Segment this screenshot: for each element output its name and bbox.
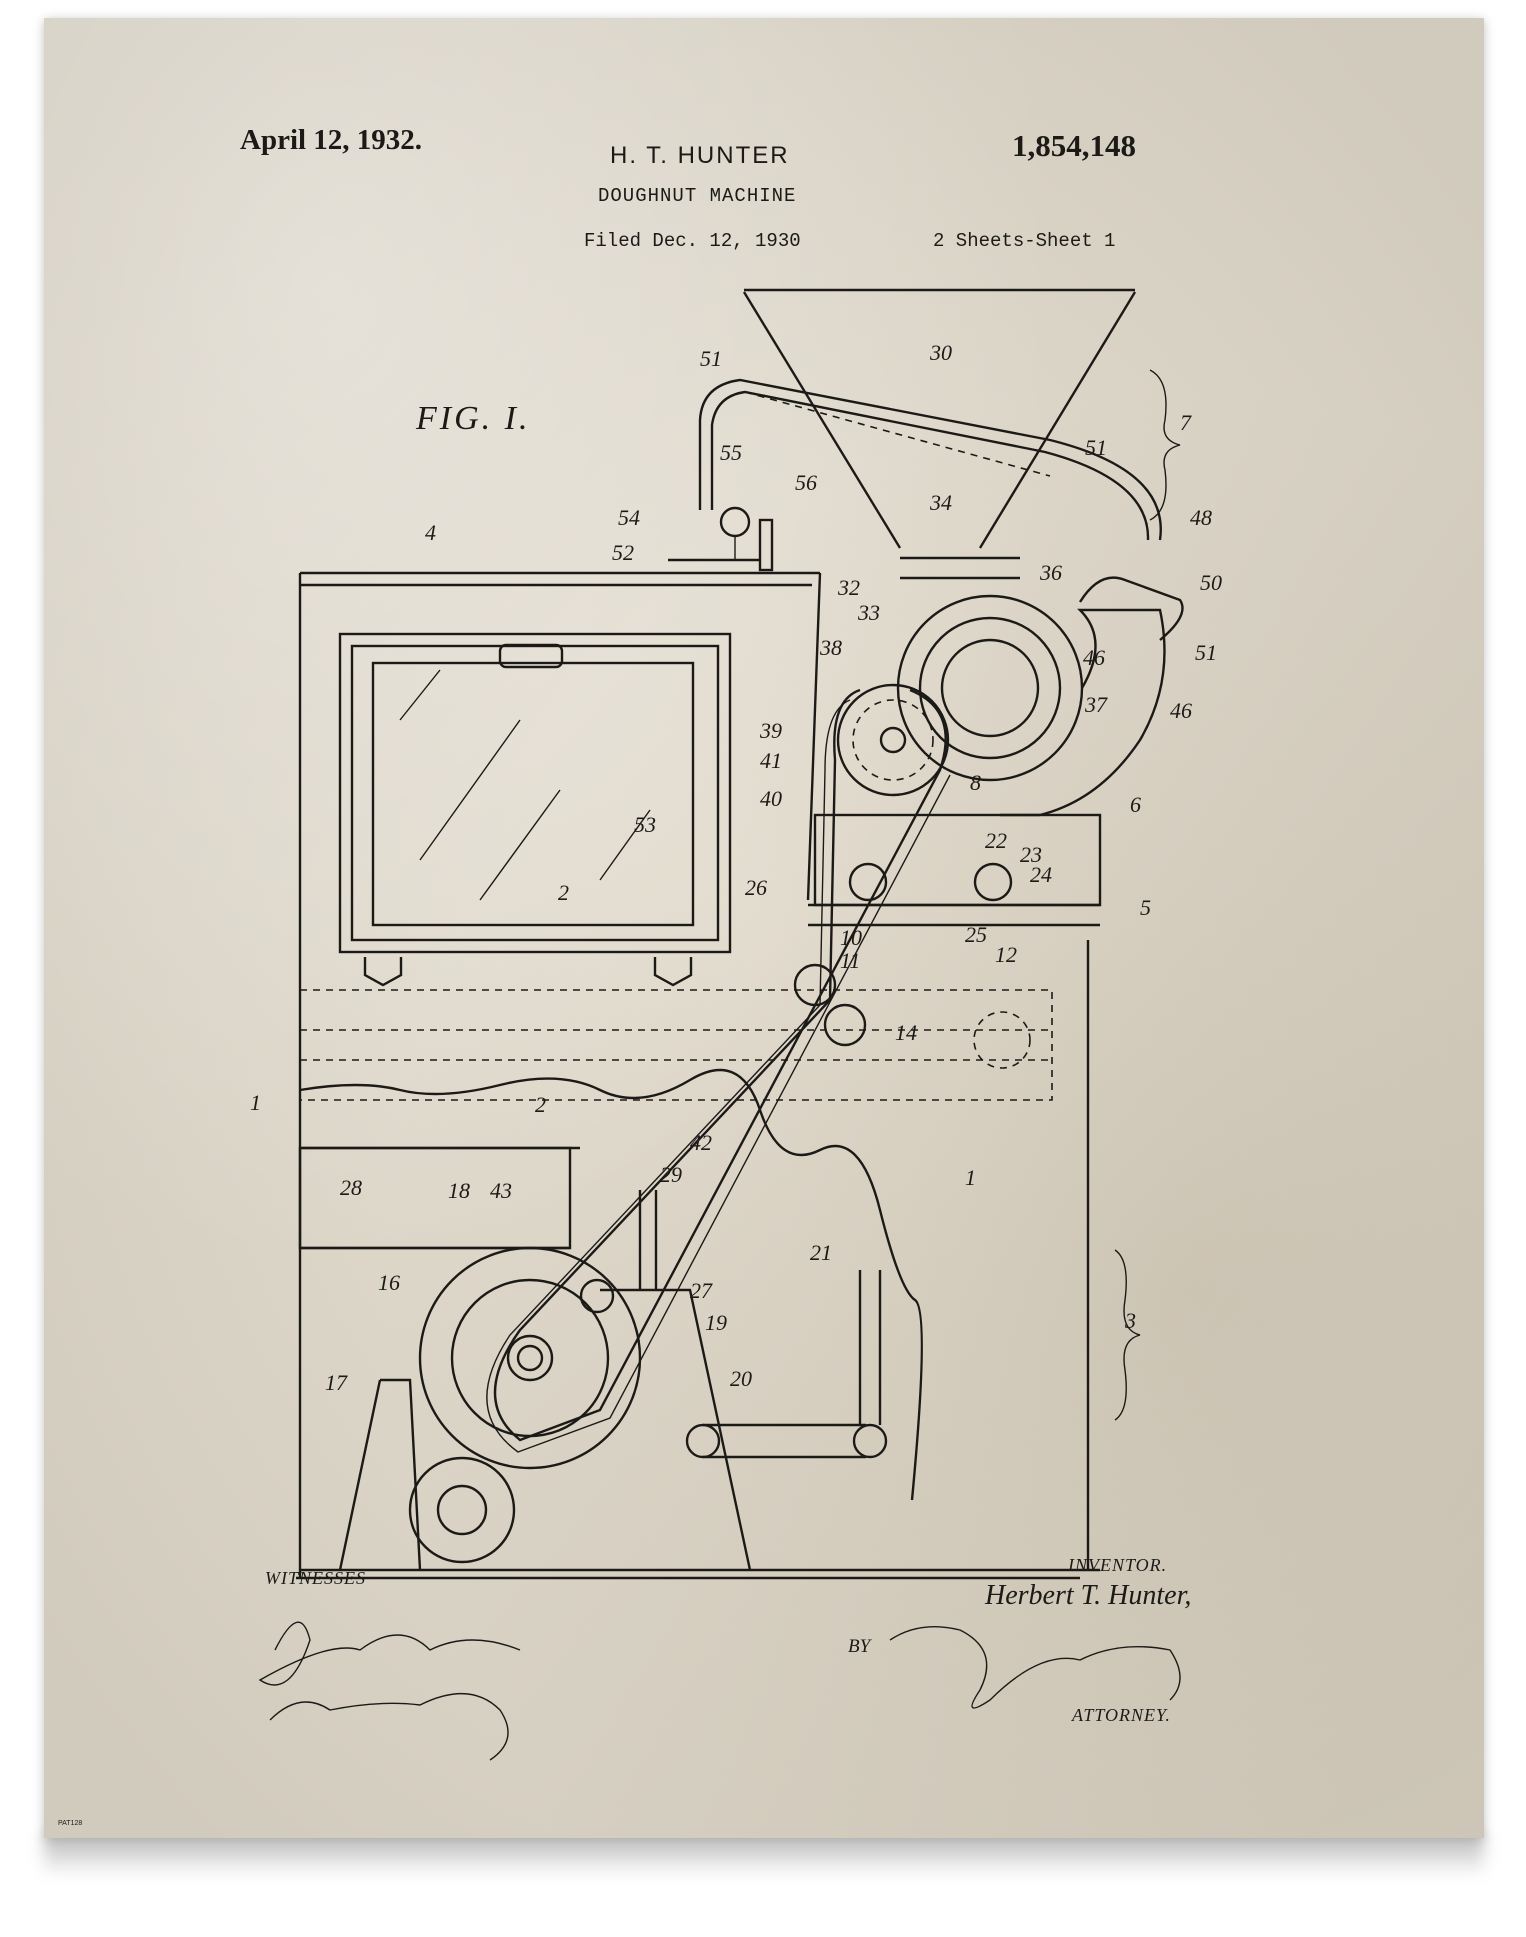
- svg-text:48: 48: [1190, 505, 1212, 530]
- svg-text:22: 22: [985, 828, 1007, 853]
- svg-text:19: 19: [705, 1310, 727, 1335]
- svg-text:46: 46: [1170, 698, 1192, 723]
- svg-text:30: 30: [929, 340, 952, 365]
- svg-text:51: 51: [1195, 640, 1217, 665]
- svg-text:39: 39: [759, 718, 782, 743]
- svg-text:25: 25: [965, 922, 987, 947]
- by-label: BY: [848, 1636, 871, 1657]
- svg-text:54: 54: [618, 505, 640, 530]
- drive-chain: [486, 688, 951, 1453]
- svg-text:33: 33: [857, 600, 880, 625]
- inventor-name: H. T. HUNTER: [610, 142, 790, 169]
- reference-numerals: 51 30 7 55 56 54 4 52 51 34 48 32 36 50 …: [250, 340, 1222, 1395]
- attorney-signature-strokes: [889, 1625, 1181, 1709]
- svg-text:42: 42: [690, 1130, 712, 1155]
- svg-text:36: 36: [1039, 560, 1062, 585]
- svg-text:40: 40: [760, 786, 782, 811]
- patent-poster-sheet: [44, 18, 1484, 1838]
- svg-text:2: 2: [558, 880, 569, 905]
- svg-text:21: 21: [810, 1240, 832, 1265]
- svg-text:8: 8: [970, 770, 981, 795]
- svg-text:16: 16: [378, 1270, 400, 1295]
- svg-text:55: 55: [720, 440, 742, 465]
- air-pipe: [698, 378, 1162, 541]
- svg-text:3: 3: [1124, 1308, 1136, 1333]
- figure-label: FIG. I.: [416, 400, 531, 437]
- svg-text:24: 24: [1030, 862, 1052, 887]
- svg-text:46: 46: [1083, 645, 1105, 670]
- motor-assembly: [298, 1146, 888, 1571]
- svg-text:51: 51: [1085, 435, 1107, 460]
- svg-text:7: 7: [1180, 410, 1192, 435]
- svg-text:12: 12: [995, 942, 1017, 967]
- pressure-gauge: [668, 506, 774, 572]
- svg-text:1: 1: [250, 1090, 261, 1115]
- poster-shadow: [44, 1836, 1484, 1876]
- svg-text:6: 6: [1130, 792, 1141, 817]
- svg-text:53: 53: [634, 812, 656, 837]
- brace-marks: [1114, 369, 1181, 1421]
- svg-text:32: 32: [837, 575, 860, 600]
- patent-title: DOUGHNUT MACHINE: [598, 185, 797, 207]
- svg-text:18: 18: [448, 1178, 470, 1203]
- svg-text:41: 41: [760, 748, 782, 773]
- svg-text:10: 10: [840, 925, 862, 950]
- svg-text:27: 27: [690, 1278, 713, 1303]
- sheet-count: 2 Sheets-Sheet 1: [933, 230, 1116, 252]
- cabinet: [296, 571, 1100, 1580]
- svg-text:26: 26: [745, 875, 767, 900]
- inventor-label: INVENTOR.: [1068, 1555, 1168, 1575]
- inventor-signature: Herbert T. Hunter,: [985, 1580, 1192, 1611]
- svg-text:14: 14: [895, 1020, 917, 1045]
- svg-text:2: 2: [535, 1092, 546, 1117]
- svg-text:11: 11: [840, 948, 860, 973]
- hopper: [742, 288, 1137, 549]
- svg-text:28: 28: [340, 1175, 362, 1200]
- svg-text:4: 4: [425, 520, 436, 545]
- cutter-assembly: [808, 556, 1184, 927]
- witnesses-label: WITNESSES: [265, 1568, 366, 1588]
- svg-text:56: 56: [795, 470, 817, 495]
- attorney-label: ATTORNEY.: [1072, 1705, 1171, 1725]
- patent-number: 1,854,148: [1012, 128, 1136, 163]
- svg-text:52: 52: [612, 540, 634, 565]
- witness-signature-strokes: [258, 1621, 521, 1761]
- svg-text:1: 1: [965, 1165, 976, 1190]
- svg-text:51: 51: [700, 346, 722, 371]
- svg-text:34: 34: [929, 490, 952, 515]
- svg-text:29: 29: [660, 1162, 682, 1187]
- svg-text:37: 37: [1084, 692, 1108, 717]
- filed-date: Filed Dec. 12, 1930: [584, 230, 801, 252]
- print-code: PAT128: [58, 1820, 83, 1827]
- svg-text:38: 38: [819, 635, 842, 660]
- svg-text:17: 17: [325, 1370, 348, 1395]
- svg-text:5: 5: [1140, 895, 1151, 920]
- svg-text:43: 43: [490, 1178, 512, 1203]
- patent-date: April 12, 1932.: [240, 124, 423, 156]
- drive-gear: [836, 683, 950, 797]
- svg-text:23: 23: [1020, 842, 1042, 867]
- svg-text:50: 50: [1200, 570, 1222, 595]
- sprockets: [793, 963, 867, 1047]
- svg-text:20: 20: [730, 1366, 752, 1391]
